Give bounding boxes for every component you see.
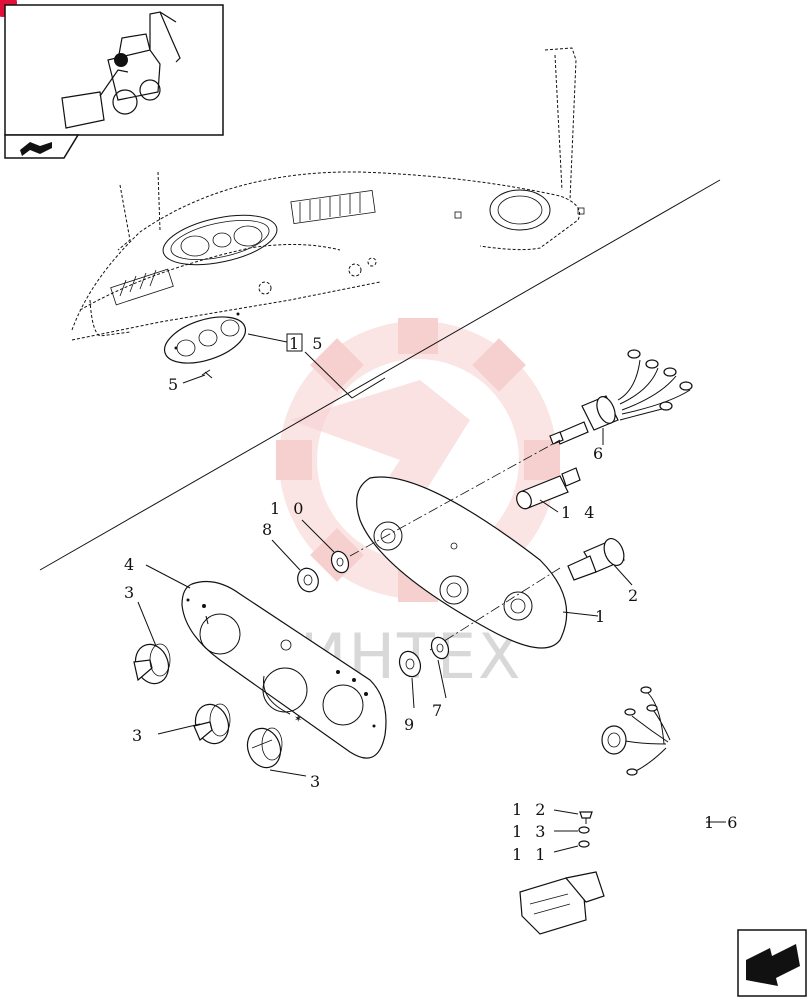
label-2: 2 [628,586,642,605]
next-page-arrow-icon[interactable] [737,929,807,997]
parts-7-9: 9 7 [398,636,450,734]
part-3-knobs: 3 3 3 [124,583,324,791]
callout-15: 1 5 [247,333,386,399]
label-16: 1 6 [704,813,741,832]
knob-b [193,703,231,745]
label-14: 1 4 [561,503,598,522]
knob-a [133,643,171,685]
part-2-sender: 2 [567,537,642,605]
label-13: 1 3 [512,822,549,841]
label-1: 1 [595,607,609,626]
parts-8-10: 1 0 8 [262,499,350,593]
label-11: 1 1 [512,845,549,864]
label-7: 7 [432,701,446,720]
label-15: 1 5 [289,334,326,353]
part-4-front-plate: ✶ 4 [124,555,387,759]
part-6-switch-harness: 6 [549,349,693,463]
parts-11-12-13: 1 2 1 3 1 1 [512,800,593,864]
label-3-c: 3 [310,772,324,791]
label-3-b: 3 [132,726,146,745]
cab-dashboard-outline [71,47,585,341]
upper-switch-panel [163,312,247,379]
fold-arrow-icon[interactable] [4,134,80,159]
label-6: 6 [593,444,607,463]
label-8: 8 [262,520,276,539]
label-3-a: 3 [124,583,138,602]
separator-line [39,179,721,571]
part-14-lamp: 1 4 [516,467,598,522]
svg-text:✶: ✶ [294,714,302,725]
label-9: 9 [404,715,418,734]
label-5: 5 [168,375,182,394]
part-16-harness: 1 6 [519,686,741,935]
label-12: 1 2 [512,800,549,819]
knob-c [246,727,283,769]
machine-thumbnail[interactable] [4,4,224,136]
assembly-axes [349,439,561,651]
label-10: 1 0 [270,499,307,518]
callout-5: 5 [168,374,206,394]
label-4: 4 [124,555,138,574]
part-1-back-plate: 1 [356,476,609,649]
